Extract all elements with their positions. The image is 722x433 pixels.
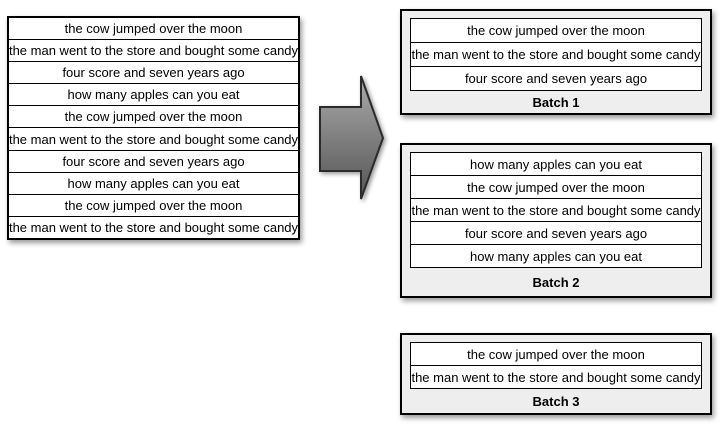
list-item: the cow jumped over the moon [411,176,701,199]
list-item: how many apples can you eat [470,248,642,264]
batch-box-3: the cow jumped over the moon the man wen… [400,333,712,415]
list-item: four score and seven years ago [464,71,648,86]
list-item: the man went to the store and bought som… [8,219,299,235]
list-item: the man went to the store and bought som… [9,128,298,151]
batch-2-label: Batch 2 [532,274,580,290]
list-item: how many apples can you eat [411,153,701,176]
right-block-arrow-icon [319,75,385,200]
list-item: the cow jumped over the moon [9,106,298,129]
list-item: how many apples can you eat [9,84,298,107]
source-sentence-list: the cow jumped over the moon the man wen… [7,16,300,240]
list-item: the man went to the store and bought som… [411,43,701,67]
batch-box-1: the cow jumped over the moon the man wen… [400,9,712,115]
batch-3-sentence-list: the cow jumped over the moon the man wen… [410,342,702,389]
batch-box-2: how many apples can you eat the cow jump… [400,143,712,298]
list-item: four score and seven years ago [9,62,298,85]
batch-3-label: Batch 3 [532,393,580,409]
list-item: four score and seven years ago [9,151,298,173]
batch-1-sentence-list: the cow jumped over the moon the man wen… [410,18,702,91]
list-item: the man went to the store and bought som… [411,199,701,222]
list-item: four score and seven years ago [411,222,701,245]
list-item: the cow jumped over the moon [9,18,298,41]
list-item: the man went to the store and bought som… [411,369,701,385]
list-item: the cow jumped over the moon [411,343,701,366]
list-item: the man went to the store and bought som… [9,40,298,63]
batch-2-sentence-list: how many apples can you eat the cow jump… [410,152,702,268]
list-item: the cow jumped over the moon [9,195,298,217]
batch-1-label: Batch 1 [532,94,580,110]
list-item: how many apples can you eat [9,173,298,195]
list-item: the cow jumped over the moon [411,19,701,43]
